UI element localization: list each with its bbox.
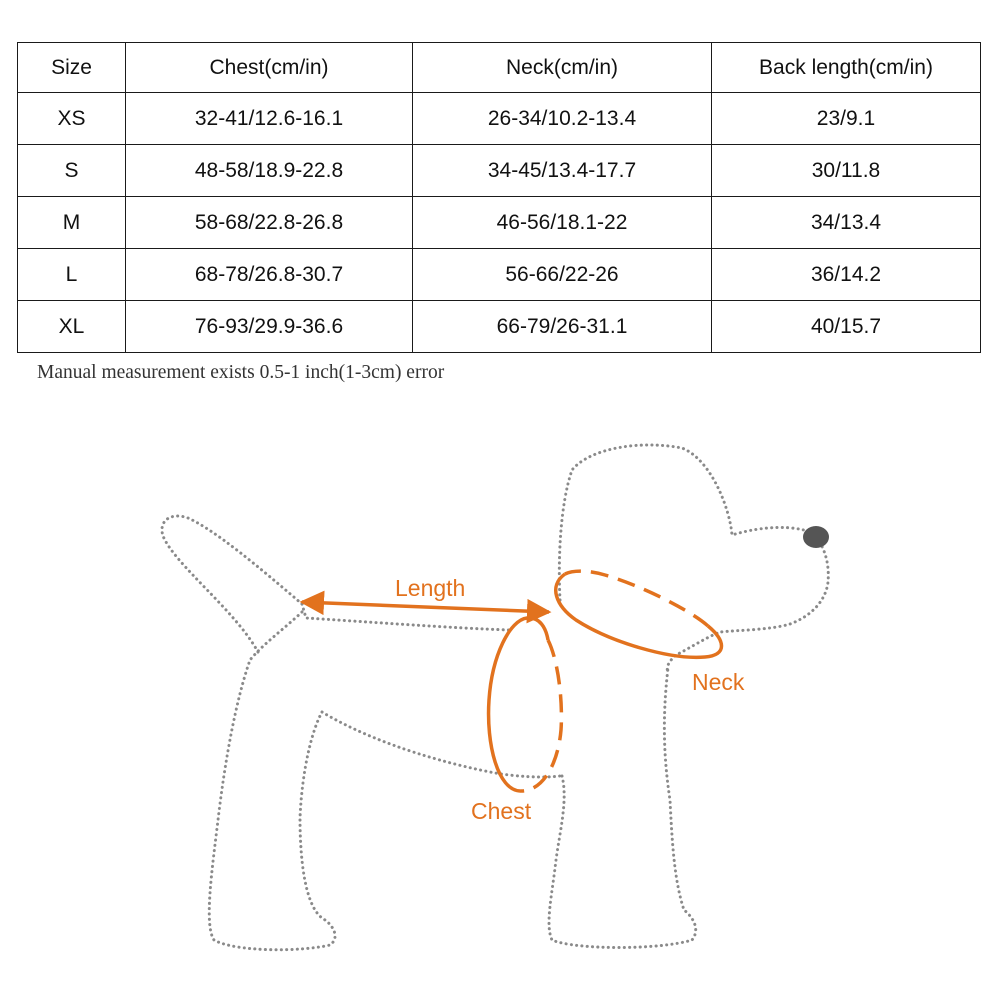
cell-back-length: 30/11.8 xyxy=(711,144,981,197)
cell-size: L xyxy=(17,248,126,301)
chest-label: Chest xyxy=(471,798,532,824)
neck-measure: Neck xyxy=(554,569,745,695)
table-row: M 58-68/22.8-26.8 46-56/18.1-22 34/13.4 xyxy=(17,196,981,249)
length-label: Length xyxy=(395,575,465,601)
cell-back-length: 23/9.1 xyxy=(711,92,981,145)
double-arrow-icon xyxy=(299,590,552,624)
chest-ellipse-solid xyxy=(486,616,550,793)
size-chart-table: Size Chest(cm/in) Neck(cm/in) Back lengt… xyxy=(17,42,981,353)
header-neck: Neck(cm/in) xyxy=(412,42,712,93)
cell-size: XL xyxy=(17,300,126,353)
dog-measurement-diagram: Length Neck Chest xyxy=(160,443,830,952)
header-size: Size xyxy=(17,42,126,93)
cell-size: M xyxy=(17,196,126,249)
cell-neck: 56-66/22-26 xyxy=(412,248,712,301)
cell-neck: 34-45/13.4-17.7 xyxy=(412,144,712,197)
dog-outline-icon xyxy=(160,443,830,952)
cell-size: XS xyxy=(17,92,126,145)
cell-chest: 76-93/29.9-36.6 xyxy=(125,300,413,353)
cell-size: S xyxy=(17,144,126,197)
table-row: L 68-78/26.8-30.7 56-66/22-26 36/14.2 xyxy=(17,248,981,301)
table-row: XL 76-93/29.9-36.6 66-79/26-31.1 40/15.7 xyxy=(17,300,981,353)
neck-ellipse-dashed xyxy=(564,569,710,628)
header-chest: Chest(cm/in) xyxy=(125,42,413,93)
cell-chest: 32-41/12.6-16.1 xyxy=(125,92,413,145)
measurement-note: Manual measurement exists 0.5-1 inch(1-3… xyxy=(37,362,445,383)
ellipse-icon xyxy=(554,572,724,660)
nose-icon xyxy=(803,526,829,548)
table-row: XS 32-41/12.6-16.1 26-34/10.2-13.4 23/9.… xyxy=(17,92,981,145)
cell-back-length: 34/13.4 xyxy=(711,196,981,249)
cell-chest: 58-68/22.8-26.8 xyxy=(125,196,413,249)
header-back-length: Back length(cm/in) xyxy=(711,42,981,93)
cell-neck: 26-34/10.2-13.4 xyxy=(412,92,712,145)
chest-measure: Chest xyxy=(471,616,564,824)
neck-label: Neck xyxy=(692,669,745,695)
cell-back-length: 36/14.2 xyxy=(711,248,981,301)
chest-ellipse-dashed xyxy=(519,639,564,793)
table-header-row: Size Chest(cm/in) Neck(cm/in) Back lengt… xyxy=(17,42,981,93)
table-row: S 48-58/18.9-22.8 34-45/13.4-17.7 30/11.… xyxy=(17,144,981,197)
length-measure: Length xyxy=(299,575,552,624)
cell-neck: 46-56/18.1-22 xyxy=(412,196,712,249)
cell-neck: 66-79/26-31.1 xyxy=(412,300,712,353)
cell-chest: 68-78/26.8-30.7 xyxy=(125,248,413,301)
cell-chest: 48-58/18.9-22.8 xyxy=(125,144,413,197)
cell-back-length: 40/15.7 xyxy=(711,300,981,353)
